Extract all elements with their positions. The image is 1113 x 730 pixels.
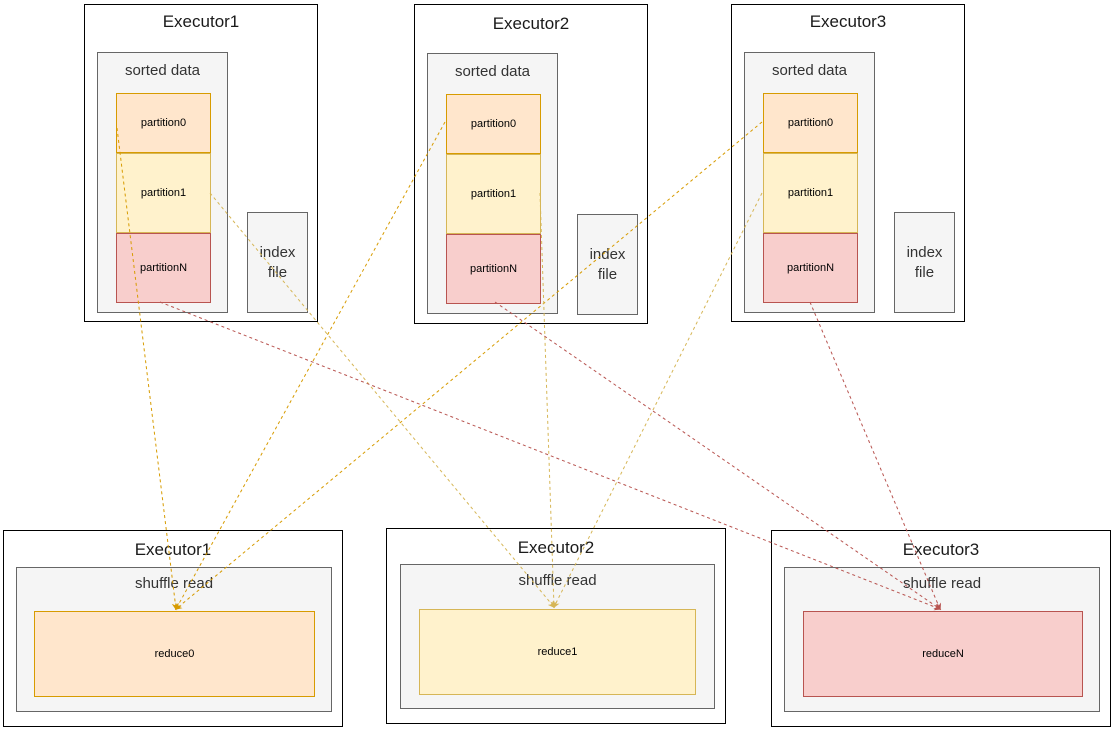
executor-title: Executor2: [492, 14, 570, 33]
partition0-block: partition0: [763, 93, 858, 153]
partitionN-block: partitionN: [116, 233, 211, 303]
sorted-data-panel: sorted data partition0 partition1 partit…: [744, 52, 875, 313]
partitionN-block: partitionN: [763, 233, 858, 303]
reduce0-block: reduce0: [34, 611, 315, 697]
index-file: index file: [577, 214, 638, 315]
executor-title: Executor2: [517, 538, 595, 557]
shuffle-read-label: shuffle read: [902, 575, 982, 592]
reduceN-block: reduceN: [803, 611, 1083, 697]
partitionN-block: partitionN: [446, 234, 541, 304]
sorted-data-label: sorted data: [454, 63, 531, 80]
index-file: index file: [894, 212, 955, 313]
partition1-block: partition1: [116, 153, 211, 233]
bottom-executor-1: Executor1 shuffle read reduce0: [3, 530, 343, 727]
sorted-data-label: sorted data: [124, 62, 201, 79]
shuffle-read-panel: shuffle read reduce1: [400, 564, 715, 709]
sorted-data-panel: sorted data partition0 partition1 partit…: [97, 52, 228, 313]
top-executor-1: Executor1 sorted data partition0 partiti…: [84, 4, 318, 322]
shuffle-read-label: shuffle read: [134, 575, 214, 592]
shuffle-read-panel: shuffle read reduce0: [16, 567, 332, 712]
executor-title: Executor1: [162, 12, 240, 31]
executor-title: Executor3: [902, 540, 980, 559]
partition1-block: partition1: [763, 153, 858, 233]
sorted-data-label: sorted data: [771, 62, 848, 79]
bottom-executor-3: Executor3 shuffle read reduceN: [771, 530, 1111, 727]
executor-title: Executor3: [809, 12, 887, 31]
reduce1-block: reduce1: [419, 609, 696, 695]
shuffle-read-label: shuffle read: [518, 572, 597, 589]
partition0-block: partition0: [446, 94, 541, 154]
top-executor-3: Executor3 sorted data partition0 partiti…: [731, 4, 965, 322]
sorted-data-panel: sorted data partition0 partition1 partit…: [427, 53, 558, 314]
executor-title: Executor1: [134, 540, 212, 559]
shuffle-read-panel: shuffle read reduceN: [784, 567, 1100, 712]
index-file: index file: [247, 212, 308, 313]
top-executor-2: Executor2 sorted data partition0 partiti…: [414, 4, 648, 324]
bottom-executor-2: Executor2 shuffle read reduce1: [386, 528, 726, 724]
partition0-block: partition0: [116, 93, 211, 153]
partition1-block: partition1: [446, 154, 541, 234]
